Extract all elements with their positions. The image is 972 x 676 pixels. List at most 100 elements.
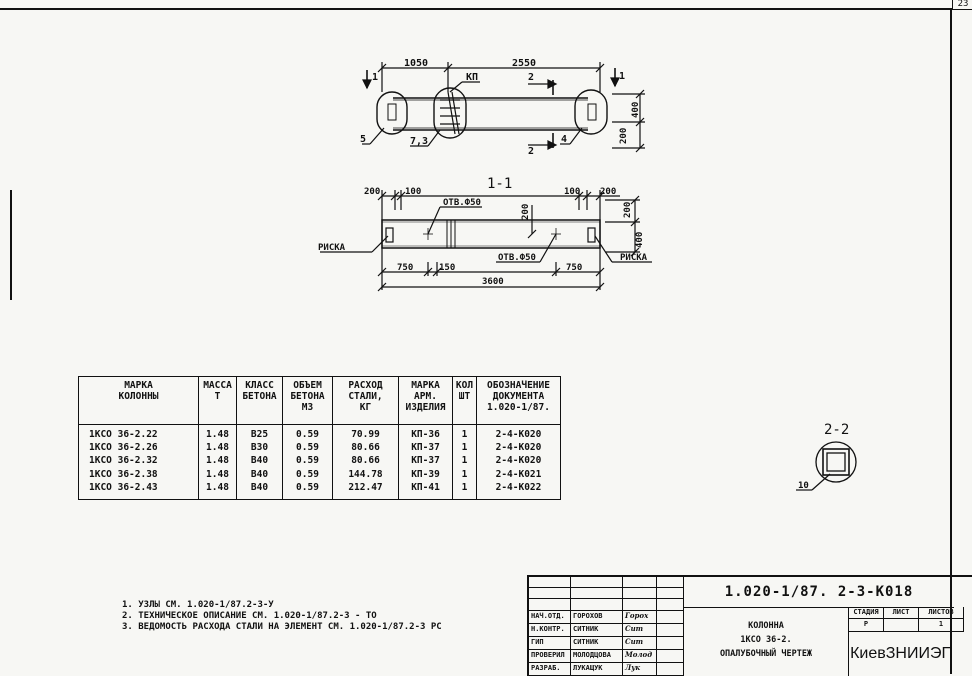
cell-mark: 1КСО 36-2.32 xyxy=(78,455,199,469)
cell-arm-mark: КП-36 xyxy=(398,424,453,443)
section-2-2-title: 2-2 xyxy=(824,422,849,438)
rev-cell xyxy=(529,599,571,611)
staff-role: РАЗРАБ. xyxy=(529,663,571,676)
cell-volume: 0.59 xyxy=(282,442,333,456)
table-row: 1КСО 36-2.38 1.48 В40 0.59 144.78 КП-39 … xyxy=(78,468,561,482)
cell-arm-mark: КП-41 xyxy=(398,481,453,500)
position-7-3: 7,3 xyxy=(410,136,428,147)
cell-steel: 80.66 xyxy=(332,442,399,456)
dim-150: 150 xyxy=(439,263,455,273)
rev-cell xyxy=(623,599,657,611)
sheet-header: ЛИСТ xyxy=(884,607,919,619)
dim-100-right: 100 xyxy=(564,187,580,197)
cell-qty: 1 xyxy=(452,442,477,456)
section-1-1-title: 1-1 xyxy=(487,176,512,192)
staff-role: ГИП xyxy=(529,637,571,650)
cell-steel: 212.47 xyxy=(332,481,399,500)
dim-200-right: 200 xyxy=(600,187,616,197)
staff-date xyxy=(657,624,684,637)
table-row: 1КСО 36-2.32 1.48 В40 0.59 80.66 КП-37 1… xyxy=(78,455,561,469)
rev-cell xyxy=(623,577,657,588)
cell-volume: 0.59 xyxy=(282,424,333,443)
rev-cell xyxy=(529,577,571,588)
notes-block: 1. УЗЛЫ СМ. 1.020-1/87.2-3-У 2. ТЕХНИЧЕС… xyxy=(122,600,442,633)
cell-arm-mark: КП-39 xyxy=(398,468,453,482)
staff-role: НАЧ.ОТД. xyxy=(529,611,571,624)
cell-mark: 1КСО 36-2.26 xyxy=(78,442,199,456)
cell-qty: 1 xyxy=(452,424,477,443)
sheets-value: 1 xyxy=(919,619,964,632)
frame-left-line xyxy=(10,190,12,300)
staff-name: МОЛОДЦОВА xyxy=(571,650,623,663)
cell-class: В40 xyxy=(236,481,283,500)
frame-top-line xyxy=(0,8,952,10)
dim-400-plan: 400 xyxy=(631,102,641,118)
cell-arm-mark: КП-37 xyxy=(398,442,453,456)
cell-qty: 1 xyxy=(452,455,477,469)
cell-doc: 2-4-К020 xyxy=(476,442,561,456)
rev-cell xyxy=(657,599,684,611)
table-row: 1КСО 36-2.22 1.48 В25 0.59 70.99 КП-36 1… xyxy=(78,424,561,443)
cell-mass: 1.48 xyxy=(198,481,237,500)
cell-steel: 80.66 xyxy=(332,455,399,469)
sheet-value xyxy=(884,619,919,632)
cell-qty: 1 xyxy=(452,481,477,500)
table-row: 1КСО 36-2.26 1.48 В30 0.59 80.66 КП-37 1… xyxy=(78,442,561,456)
rev-cell xyxy=(571,588,623,599)
dim-100-left: 100 xyxy=(405,187,421,197)
dim-200-side: 200 xyxy=(623,202,633,218)
cell-class: В30 xyxy=(236,442,283,456)
dim-200-left: 200 xyxy=(364,187,380,197)
rev-cell xyxy=(571,577,623,588)
staff-date xyxy=(657,663,684,676)
title-block: НАЧ.ОТД. ГОРОХОВ Горох Н.КОНТР. СИТНИК С… xyxy=(527,575,972,676)
cell-doc: 2-4-К021 xyxy=(476,468,561,482)
position-5: 5 xyxy=(360,134,366,145)
cell-steel: 70.99 xyxy=(332,424,399,443)
cell-mass: 1.48 xyxy=(198,442,237,456)
staff-signature: Лук xyxy=(623,663,657,676)
note-item: 2. ТЕХНИЧЕСКОЕ ОПИСАНИЕ СМ. 1.020-1/87.2… xyxy=(122,611,377,621)
staff-signature: Сит xyxy=(623,637,657,650)
organization-name: КиевЗНИИЭП xyxy=(850,645,953,662)
label-kp: КП xyxy=(466,72,478,83)
staff-signature: Молод xyxy=(623,650,657,663)
cell-class: В40 xyxy=(236,455,283,469)
label-1-left: 1 xyxy=(372,72,378,83)
table-row: 1КСО 36-2.43 1.48 В40 0.59 212.47 КП-41 … xyxy=(78,481,561,500)
cell-arm-mark: КП-37 xyxy=(398,455,453,469)
sheets-header: ЛИСТОВ xyxy=(919,607,964,619)
label-2-top: 2 xyxy=(528,72,534,83)
staff-name: СИТНИК xyxy=(571,624,623,637)
dim-3600: 3600 xyxy=(482,277,504,287)
cell-mass: 1.48 xyxy=(198,424,237,443)
hole-label-top: ОТВ.Ф50 xyxy=(443,198,481,208)
cell-doc: 2-4-К022 xyxy=(476,481,561,500)
dim-200-plan: 200 xyxy=(619,128,629,144)
staff-role: Н.КОНТР. xyxy=(529,624,571,637)
cell-steel: 144.78 xyxy=(332,468,399,482)
cell-mass: 1.48 xyxy=(198,455,237,469)
rev-cell xyxy=(571,599,623,611)
dim-400-side: 400 xyxy=(635,232,645,248)
staff-name: ГОРОХОВ xyxy=(571,611,623,624)
dim-200-mid: 200 xyxy=(521,204,531,220)
drawing-title: КОЛОННА 1КСО 36-2. ОПАЛУБОЧНЫЙ ЧЕРТЕЖ xyxy=(684,607,849,676)
label-1-right: 1 xyxy=(619,71,625,82)
dim-750-right: 750 xyxy=(566,263,582,273)
staff-signature: Горох xyxy=(623,611,657,624)
position-4: 4 xyxy=(561,134,567,145)
staff-signature: Сит xyxy=(623,624,657,637)
note-item: 1. УЗЛЫ СМ. 1.020-1/87.2-3-У xyxy=(122,600,274,610)
cell-qty: 1 xyxy=(452,468,477,482)
hole-label-bottom: ОТВ.Ф50 xyxy=(498,253,536,263)
cell-mass: 1.48 xyxy=(198,468,237,482)
